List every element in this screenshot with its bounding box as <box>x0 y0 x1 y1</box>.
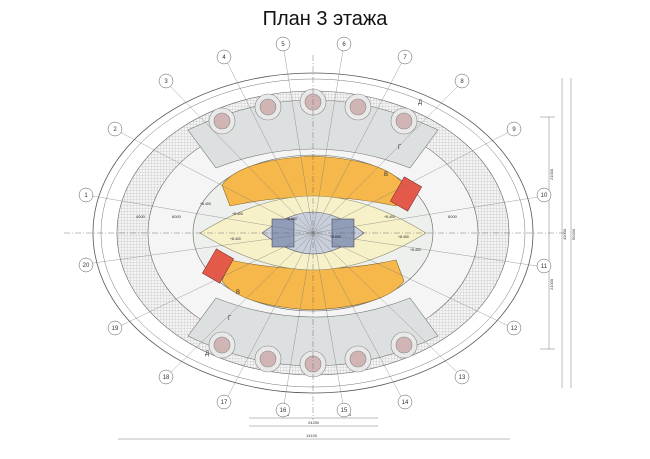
dim-bottom-a: 24250 <box>308 420 320 425</box>
svg-text:10: 10 <box>541 193 548 199</box>
axis-bubble: 15 <box>336 402 352 418</box>
level-mark: +8.400 <box>384 215 395 219</box>
svg-text:8: 8 <box>460 79 464 85</box>
level-mark: +8.400 <box>232 212 243 216</box>
level-mark: +8.400 <box>200 202 211 206</box>
stair-upper-right <box>389 176 423 212</box>
dim-right-h: 42000 <box>562 228 567 240</box>
svg-text:5: 5 <box>281 42 285 48</box>
axis-bubble: 3 <box>158 73 174 89</box>
page-title: План 3 этажа <box>262 8 388 30</box>
axis-bubble: 2 <box>107 121 123 137</box>
zone-label-g: Г <box>228 316 232 322</box>
axis-bubble: 18 <box>158 369 174 385</box>
axis-bubble: 5 <box>275 36 291 52</box>
axis-bubble: 4 <box>216 49 232 65</box>
core-block-left <box>271 218 295 248</box>
svg-text:15: 15 <box>341 408 348 414</box>
zone-label-b: В <box>236 290 240 296</box>
level-mark: +8.600 <box>330 235 341 239</box>
right-dimensions <box>540 78 572 388</box>
axis-bubble: 8 <box>454 73 470 89</box>
axis-bubble: 6 <box>336 36 352 52</box>
axis-bubble: 19 <box>107 320 123 336</box>
svg-text:19: 19 <box>112 326 119 332</box>
svg-text:16: 16 <box>280 408 287 414</box>
zone-label-d: Д <box>418 100 422 106</box>
axis-bubble: 7 <box>397 49 413 65</box>
level-mark: +8.400 <box>398 235 409 239</box>
axis-bubble: 10 <box>536 187 552 203</box>
dim-bottom-total: 14100 <box>306 433 318 438</box>
axis-bubble: 13 <box>454 369 470 385</box>
dim-center-left: 6000 <box>172 214 182 219</box>
axis-bubble: 20 <box>78 257 94 273</box>
svg-text:20: 20 <box>83 263 90 269</box>
dim-center-right: 6000 <box>448 214 458 219</box>
svg-text:6: 6 <box>342 42 346 48</box>
axis-bubble: 11 <box>536 258 552 274</box>
bottom-dimensions <box>118 417 510 440</box>
zone-label-b: В <box>384 172 388 178</box>
axis-bubble: 17 <box>216 394 232 410</box>
dim-right-upper: 21000 <box>549 168 554 180</box>
svg-text:17: 17 <box>221 400 228 406</box>
axis-bubble: 9 <box>506 121 522 137</box>
svg-text:18: 18 <box>163 375 170 381</box>
axis-bubble: 12 <box>506 320 522 336</box>
radial-grid <box>85 43 545 411</box>
zone-label-g: Г <box>398 145 402 151</box>
level-mark: +8.400 <box>230 237 241 241</box>
axis-bubbles: 1 2 3 4 5 6 7 8 9 10 11 12 13 14 15 16 1… <box>78 36 552 418</box>
level-mark: +8.600 <box>286 217 297 221</box>
stair-lower-left <box>201 248 235 284</box>
svg-text:11: 11 <box>541 264 548 270</box>
svg-text:13: 13 <box>459 375 466 381</box>
dim-right-total: 50430 <box>571 228 576 240</box>
svg-text:12: 12 <box>511 326 518 332</box>
zone-label-d: Д <box>205 351 209 357</box>
svg-text:14: 14 <box>402 400 409 406</box>
svg-text:7: 7 <box>403 55 407 61</box>
dim-left-side: 4000 <box>136 214 146 219</box>
axis-bubble: 16 <box>275 402 291 418</box>
svg-text:4: 4 <box>222 55 226 61</box>
axis-bubble: 1 <box>78 187 94 203</box>
svg-text:3: 3 <box>164 79 168 85</box>
level-mark: +8.400 <box>410 248 421 252</box>
svg-text:1: 1 <box>84 193 88 199</box>
axis-bubble: 14 <box>397 394 413 410</box>
svg-text:2: 2 <box>113 127 117 133</box>
dim-right-lower: 21000 <box>549 278 554 290</box>
svg-text:9: 9 <box>512 127 516 133</box>
